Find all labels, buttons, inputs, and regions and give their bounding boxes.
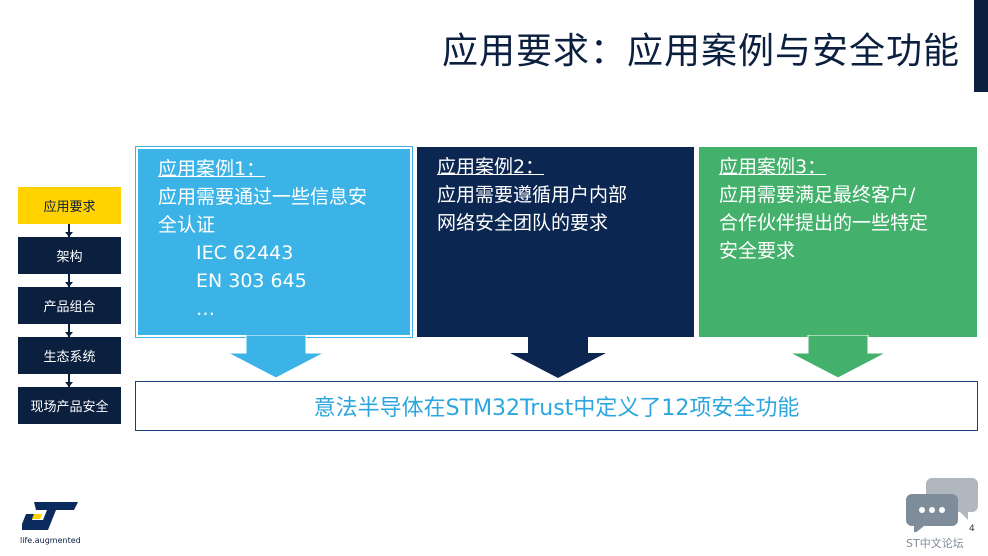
nav-connector [68, 224, 70, 237]
use-case-2-line: 网络安全团队的要求 [437, 212, 609, 234]
use-case-3-header: 应用案例3： [719, 156, 827, 178]
nav-arrow-icon [65, 232, 73, 237]
use-case-1-ellipsis: … [196, 298, 215, 320]
st-logo-icon [22, 502, 78, 530]
use-case-3-line: 合作伙伴提出的一些特定 [719, 212, 929, 234]
nav-item-application-requirements[interactable]: 应用要求 [18, 187, 121, 224]
forum-label[interactable]: ST中文论坛 [906, 537, 964, 550]
nav-arrow-icon [65, 282, 73, 287]
nav-item-portfolio[interactable]: 产品组合 [18, 287, 121, 324]
nav-item-architecture[interactable]: 架构 [18, 237, 121, 274]
use-case-1-standard: IEC 62443 [196, 242, 294, 264]
use-case-3-line: 安全要求 [719, 240, 796, 262]
security-functions-banner: 意法半导体在STM32Trust中定义了12项安全功能 [135, 381, 978, 431]
use-case-1-line: 全认证 [158, 214, 216, 236]
title-accent-bar [974, 0, 988, 92]
nav-arrow-icon [65, 382, 73, 387]
use-case-3-line: 应用需要满足最终客户/ [719, 184, 916, 206]
chat-bubbles-icon [906, 478, 978, 532]
nav-connector [68, 274, 70, 287]
use-case-2-header: 应用案例2： [437, 156, 545, 178]
nav-item-field-product-security[interactable]: 现场产品安全 [18, 387, 121, 424]
use-case-3-box: 应用案例3： 应用需要满足最终客户/ 合作伙伴提出的一些特定 安全要求 [699, 147, 977, 337]
nav-connector [68, 324, 70, 337]
use-case-1-header: 应用案例1： [158, 158, 266, 180]
use-case-1-line: 应用需要通过一些信息安 [158, 186, 368, 208]
use-case-1-box: 应用案例1： 应用需要通过一些信息安 全认证 IEC 62443 EN 303 … [135, 146, 413, 338]
down-arrow-icon [510, 335, 606, 378]
nav-connector [68, 374, 70, 387]
nav-arrow-icon [65, 332, 73, 337]
use-case-2-box: 应用案例2： 应用需要遵循用户内部 网络安全团队的要求 [417, 147, 694, 337]
slide-title: 应用要求：应用案例与安全功能 [441, 31, 960, 72]
use-case-1-standard: EN 303 645 [196, 270, 307, 292]
brand-tagline: life.augmented [20, 536, 81, 545]
nav-item-ecosystem[interactable]: 生态系统 [18, 337, 121, 374]
down-arrow-icon [789, 335, 887, 379]
use-case-2-line: 应用需要遵循用户内部 [437, 184, 628, 206]
down-arrow-icon [227, 335, 325, 379]
page-number: 4 [969, 524, 975, 534]
